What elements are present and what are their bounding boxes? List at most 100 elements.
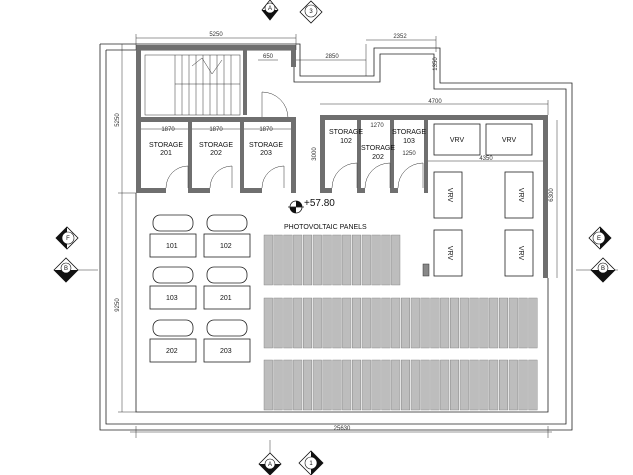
storage-202-num: 202 bbox=[210, 150, 222, 157]
right-storage-block bbox=[320, 115, 548, 278]
dim-storage-202: 1870 bbox=[209, 127, 223, 133]
grid-marker-bottom-1: 1 bbox=[298, 450, 324, 475]
vrv-label: VRV bbox=[446, 188, 453, 203]
pv-panel bbox=[479, 297, 489, 349]
pv-panel bbox=[430, 359, 440, 411]
svg-text:1: 1 bbox=[309, 461, 313, 467]
vrv-unit: VRV bbox=[433, 171, 463, 219]
dim-left-lower: 9250 bbox=[115, 298, 121, 312]
pv-panel bbox=[401, 359, 411, 411]
dim-bottom-total: 25630 bbox=[334, 426, 351, 432]
water-tank: 201 bbox=[203, 266, 251, 310]
level-value: +57.80 bbox=[304, 198, 335, 209]
tank-number: 202 bbox=[166, 348, 178, 355]
pv-panel bbox=[371, 359, 381, 411]
grid-marker-bottom-a: A bbox=[258, 440, 282, 475]
svg-text:B: B bbox=[601, 266, 605, 272]
inverter-box bbox=[422, 263, 430, 277]
pv-panel bbox=[371, 297, 381, 349]
storage-102-name: STORAGE bbox=[329, 129, 363, 136]
pv-panel bbox=[342, 234, 352, 286]
level-mark: +57.80 bbox=[288, 198, 335, 214]
pv-panel bbox=[469, 297, 479, 349]
pv-panel bbox=[381, 234, 391, 286]
tank-number: 103 bbox=[166, 295, 178, 302]
svg-text:A: A bbox=[268, 462, 272, 468]
pv-panel bbox=[401, 297, 411, 349]
water-tank: 103 bbox=[149, 266, 197, 310]
vrv-unit: VRV bbox=[433, 123, 481, 156]
pv-panel bbox=[489, 359, 499, 411]
pv-panel bbox=[391, 359, 401, 411]
roof-inner-line bbox=[135, 193, 549, 413]
storage-102-num: 102 bbox=[340, 138, 352, 145]
storage-201-name: STORAGE bbox=[149, 142, 183, 149]
dim-storage-height: 3000 bbox=[312, 147, 318, 161]
pv-panel bbox=[332, 359, 342, 411]
tank-number: 201 bbox=[220, 295, 232, 302]
dim-top-right: 2352 bbox=[393, 34, 407, 40]
dim-storage-103: 1250 bbox=[402, 151, 416, 157]
pv-panel-row bbox=[263, 234, 401, 286]
water-tank: 101 bbox=[149, 214, 197, 258]
pv-panel bbox=[342, 297, 352, 349]
left-storage-block bbox=[136, 117, 296, 193]
grid-marker-top-3: 3 bbox=[299, 0, 323, 24]
dim-left-upper: 5250 bbox=[115, 113, 121, 127]
pv-panel bbox=[293, 359, 303, 411]
tank-number: 102 bbox=[220, 243, 232, 250]
pv-panel bbox=[293, 297, 303, 349]
dimension-lines: 5250 2850 2352 650 1350 5250 9250 1870 1… bbox=[115, 32, 558, 438]
room-labels: STORAGE 201 STORAGE 202 STORAGE 203 STOR… bbox=[149, 129, 426, 161]
pv-panel bbox=[381, 359, 391, 411]
water-tank: 102 bbox=[203, 214, 251, 258]
pv-panel bbox=[440, 359, 450, 411]
pv-panel bbox=[273, 297, 283, 349]
pv-panel bbox=[420, 359, 430, 411]
pv-panel bbox=[283, 359, 293, 411]
pv-panel bbox=[322, 359, 332, 411]
pv-panel bbox=[371, 234, 381, 286]
tank-number: 101 bbox=[166, 243, 178, 250]
svg-text:E: E bbox=[597, 236, 601, 242]
pv-panel bbox=[361, 234, 371, 286]
pv-panel bbox=[312, 359, 322, 411]
dim-top-left: 5250 bbox=[209, 32, 223, 38]
pv-panel bbox=[450, 359, 460, 411]
pv-panel bbox=[352, 297, 362, 349]
pv-panel bbox=[303, 234, 313, 286]
pv-panel bbox=[391, 234, 401, 286]
pv-panel bbox=[342, 359, 352, 411]
storage-103-num: 103 bbox=[403, 138, 415, 145]
vrv-label: VRV bbox=[517, 246, 524, 261]
dim-stair-small: 650 bbox=[263, 54, 274, 60]
storage-201-num: 201 bbox=[160, 150, 172, 157]
vrv-label: VRV bbox=[450, 137, 465, 144]
pv-panel bbox=[440, 297, 450, 349]
pv-panel-row bbox=[263, 359, 538, 411]
pv-panel bbox=[479, 359, 489, 411]
pv-panel bbox=[410, 297, 420, 349]
vrv-label: VRV bbox=[517, 188, 524, 203]
storage-203-name: STORAGE bbox=[249, 142, 283, 149]
pv-panel bbox=[273, 234, 283, 286]
storage-203-num: 203 bbox=[260, 150, 272, 157]
dim-right-roof: 4700 bbox=[428, 99, 442, 105]
storage-202b-name: STORAGE bbox=[361, 145, 395, 152]
pv-panel bbox=[430, 297, 440, 349]
pv-panel bbox=[322, 297, 332, 349]
grid-marker-right-e: E bbox=[588, 226, 612, 250]
pv-panel bbox=[263, 359, 273, 411]
dim-vrv-zone: 4350 bbox=[479, 156, 493, 162]
pv-label: PHOTOVOLTAIC PANELS bbox=[284, 224, 367, 231]
stair-core bbox=[136, 45, 296, 120]
pv-panel bbox=[459, 297, 469, 349]
svg-text:A: A bbox=[268, 6, 272, 12]
vrv-label: VRV bbox=[502, 137, 517, 144]
vrv-label: VRV bbox=[446, 246, 453, 261]
pv-panel bbox=[312, 297, 322, 349]
vrv-unit: VRV bbox=[504, 229, 534, 277]
pv-panel bbox=[283, 234, 293, 286]
pv-panel bbox=[263, 234, 273, 286]
